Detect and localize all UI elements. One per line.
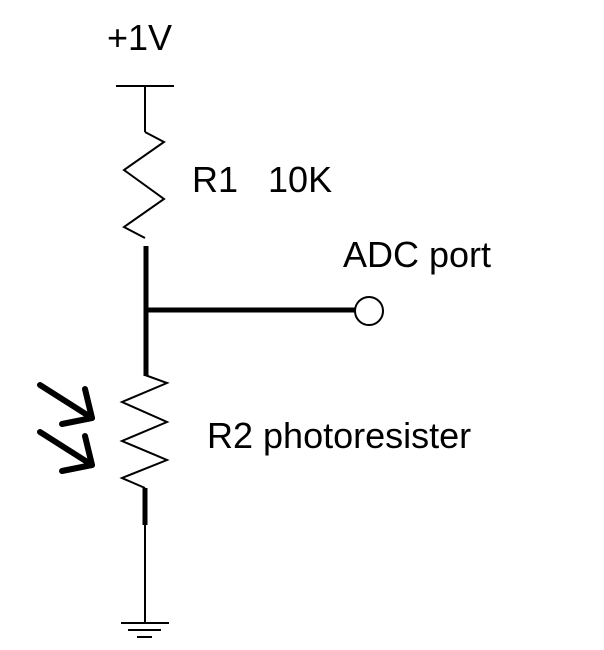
light-arrows-icon: [37, 382, 95, 474]
ground-icon: [121, 622, 169, 638]
r2-label: R2 photoresister: [207, 415, 472, 456]
adc-port-terminal: [354, 296, 384, 326]
adc-port-label: ADC port: [343, 234, 492, 275]
resistor-r1: [122, 131, 166, 239]
r1-label: R1 10K: [192, 159, 333, 200]
photoresistor-r2: [119, 374, 170, 489]
supply-label: +1V: [107, 17, 173, 58]
